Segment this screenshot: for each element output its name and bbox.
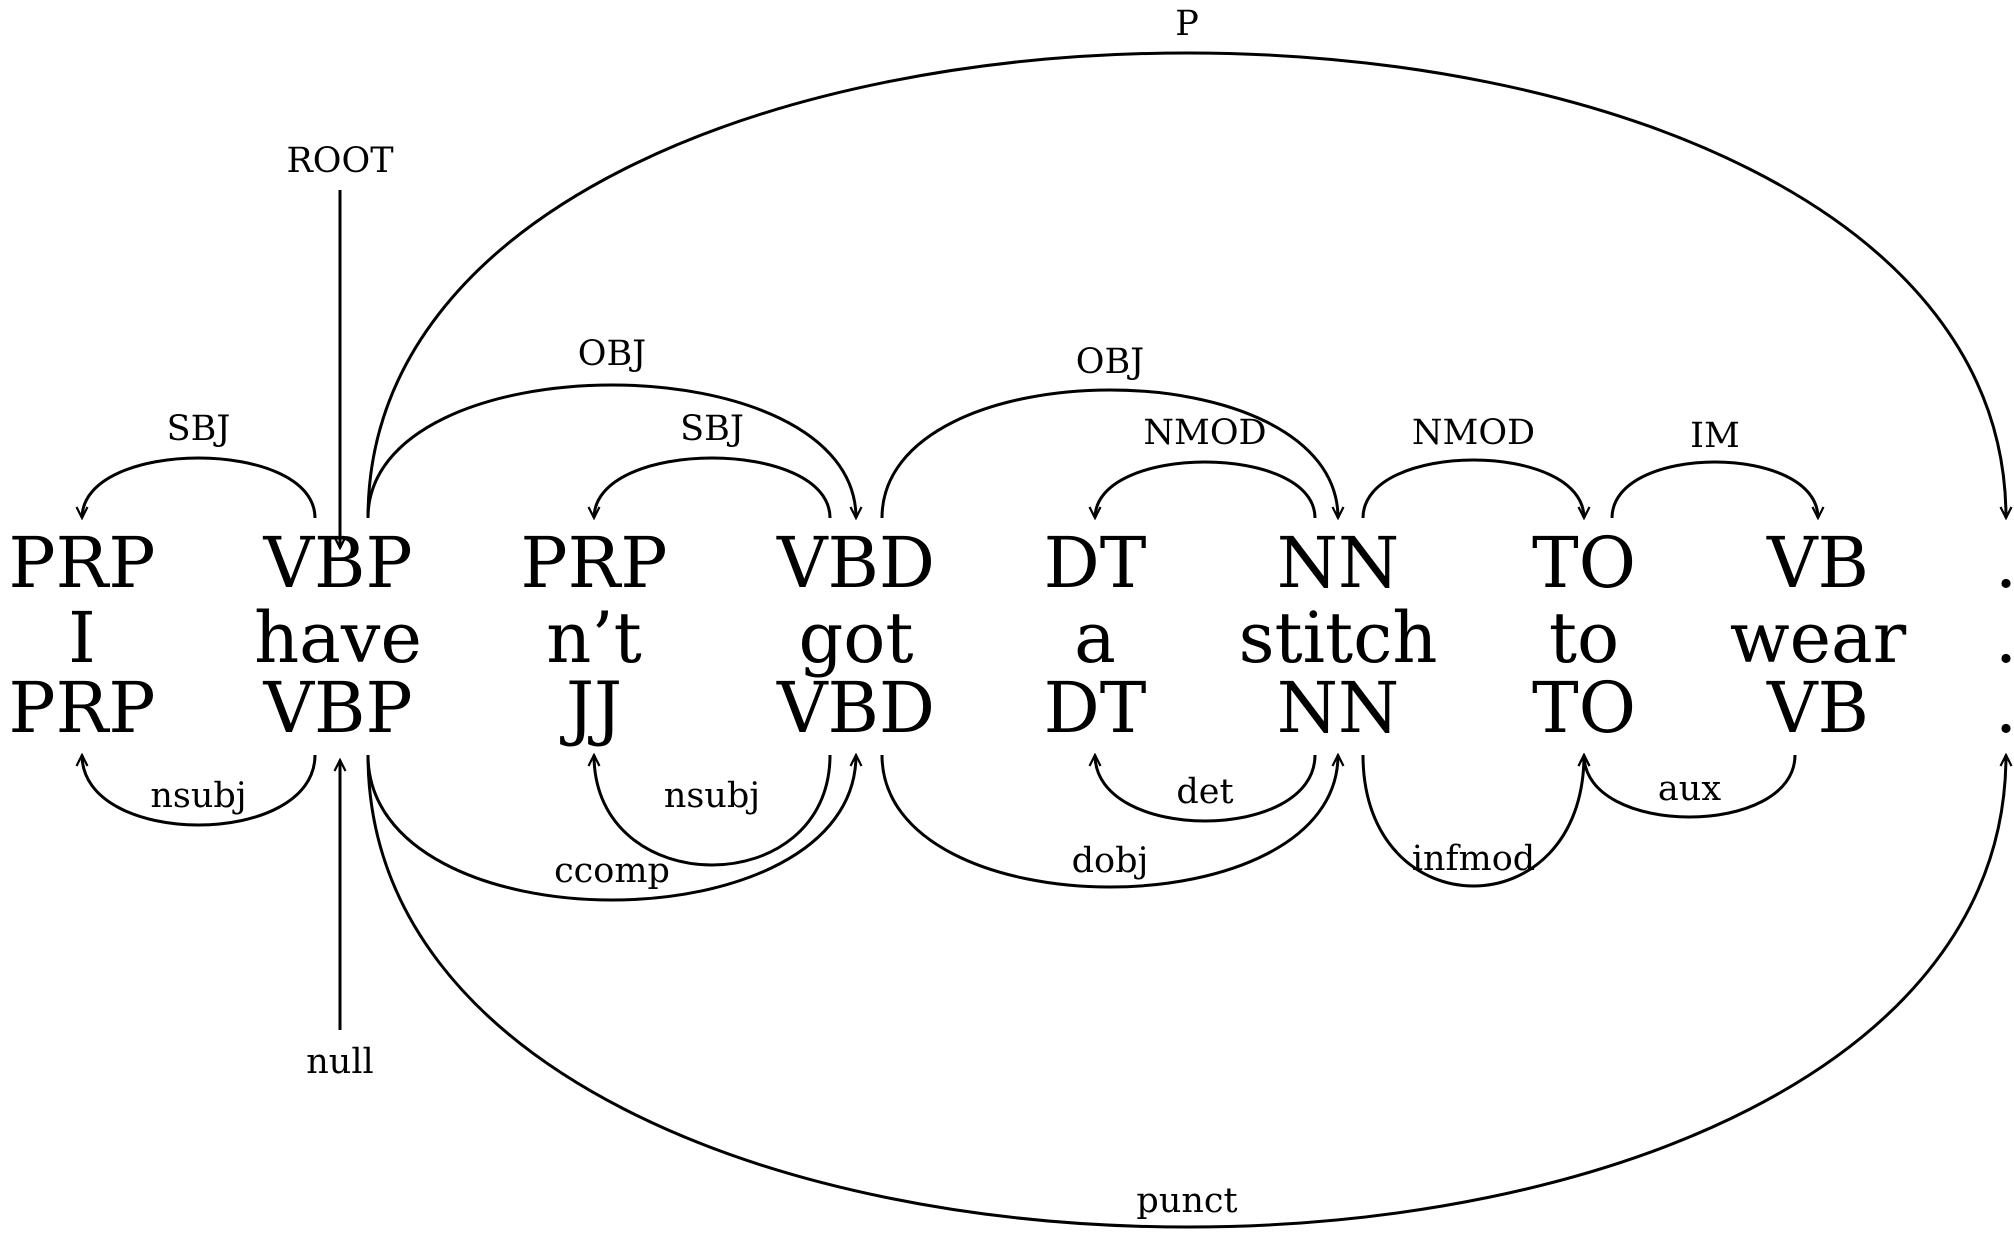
top-arc-label: SBJ xyxy=(680,409,744,449)
bottom-arc-label: det xyxy=(1176,772,1233,812)
top-arc-label: OBJ xyxy=(1076,342,1144,382)
token-bottom-tag: . xyxy=(1995,667,2014,749)
token-word: I xyxy=(68,597,96,679)
token-top-tag: VBP xyxy=(262,522,412,604)
token-bottom-tag: NN xyxy=(1277,667,1400,749)
token-top-tag: NN xyxy=(1277,522,1400,604)
top-arc-label: SBJ xyxy=(167,409,231,449)
token-top-tag: VB xyxy=(1766,522,1869,604)
bottom-arc-label: ccomp xyxy=(554,851,670,891)
bottom-arc-det xyxy=(1095,755,1317,823)
arcs-layer xyxy=(82,51,2006,1229)
top-arc-sbj xyxy=(594,456,832,518)
top-arc-label: P xyxy=(1175,4,1199,44)
top-arc-label: OBJ xyxy=(578,334,646,374)
bottom-arc-label: aux xyxy=(1658,769,1721,809)
token-word: to xyxy=(1549,597,1619,679)
bottom-arc-nsubj xyxy=(594,755,832,867)
token-bottom-tag: PRP xyxy=(9,667,156,749)
top-arc-label: NMOD xyxy=(1412,413,1535,453)
token-top-tag: DT xyxy=(1044,522,1147,604)
token-word: wear xyxy=(1730,597,1907,679)
token-word: a xyxy=(1074,597,1116,679)
token-bottom-tag: TO xyxy=(1532,667,1636,749)
token-top-tag: TO xyxy=(1532,522,1636,604)
bottom-arc-label: nsubj xyxy=(150,776,246,816)
bottom-arc-label: punct xyxy=(1136,1181,1237,1221)
token-word: n’t xyxy=(546,597,641,679)
token-word: have xyxy=(254,597,422,679)
bottom-arc-aux xyxy=(1584,755,1797,819)
token-top-tag: PRP xyxy=(521,522,668,604)
token-word: stitch xyxy=(1239,597,1438,679)
top-arc-im xyxy=(1610,460,1818,518)
token-word: . xyxy=(1995,597,2014,679)
top-arc-label: IM xyxy=(1690,416,1740,456)
token-bottom-tag: VBD xyxy=(776,667,935,749)
token-word: got xyxy=(798,597,913,679)
token-bottom-tag: DT xyxy=(1044,667,1147,749)
token-top-tag: . xyxy=(1995,522,2014,604)
token-bottom-tag: VBP xyxy=(262,667,412,749)
bottom-arc-ccomp xyxy=(366,755,856,902)
top-arc-sbj xyxy=(82,456,317,518)
top-arc-label: NMOD xyxy=(1143,413,1266,453)
null-label: null xyxy=(306,1042,373,1082)
bottom-arc-label: infmod xyxy=(1412,839,1535,879)
bottom-arc-punct xyxy=(366,755,2006,1229)
top-arc-nmod xyxy=(1095,460,1317,518)
bottom-arc-infmod xyxy=(1361,755,1584,888)
top-arc-obj xyxy=(366,383,856,518)
root-label: ROOT xyxy=(286,141,393,181)
token-bottom-tag: JJ xyxy=(560,667,622,749)
bottom-arc-nsubj xyxy=(82,755,317,827)
bottom-arc-dobj xyxy=(880,755,1338,889)
tokens-layer: PRPIPRPVBPhaveVBPPRPn’tJJVBDgotVBDDTaDTN… xyxy=(9,522,2014,749)
token-bottom-tag: VB xyxy=(1766,667,1869,749)
top-arc-p xyxy=(366,51,2006,518)
token-top-tag: VBD xyxy=(776,522,935,604)
bottom-arc-label: dobj xyxy=(1072,841,1149,881)
top-arc-nmod xyxy=(1361,458,1584,518)
token-top-tag: PRP xyxy=(9,522,156,604)
top-arc-obj xyxy=(880,388,1338,518)
bottom-arc-label: nsubj xyxy=(664,776,760,816)
